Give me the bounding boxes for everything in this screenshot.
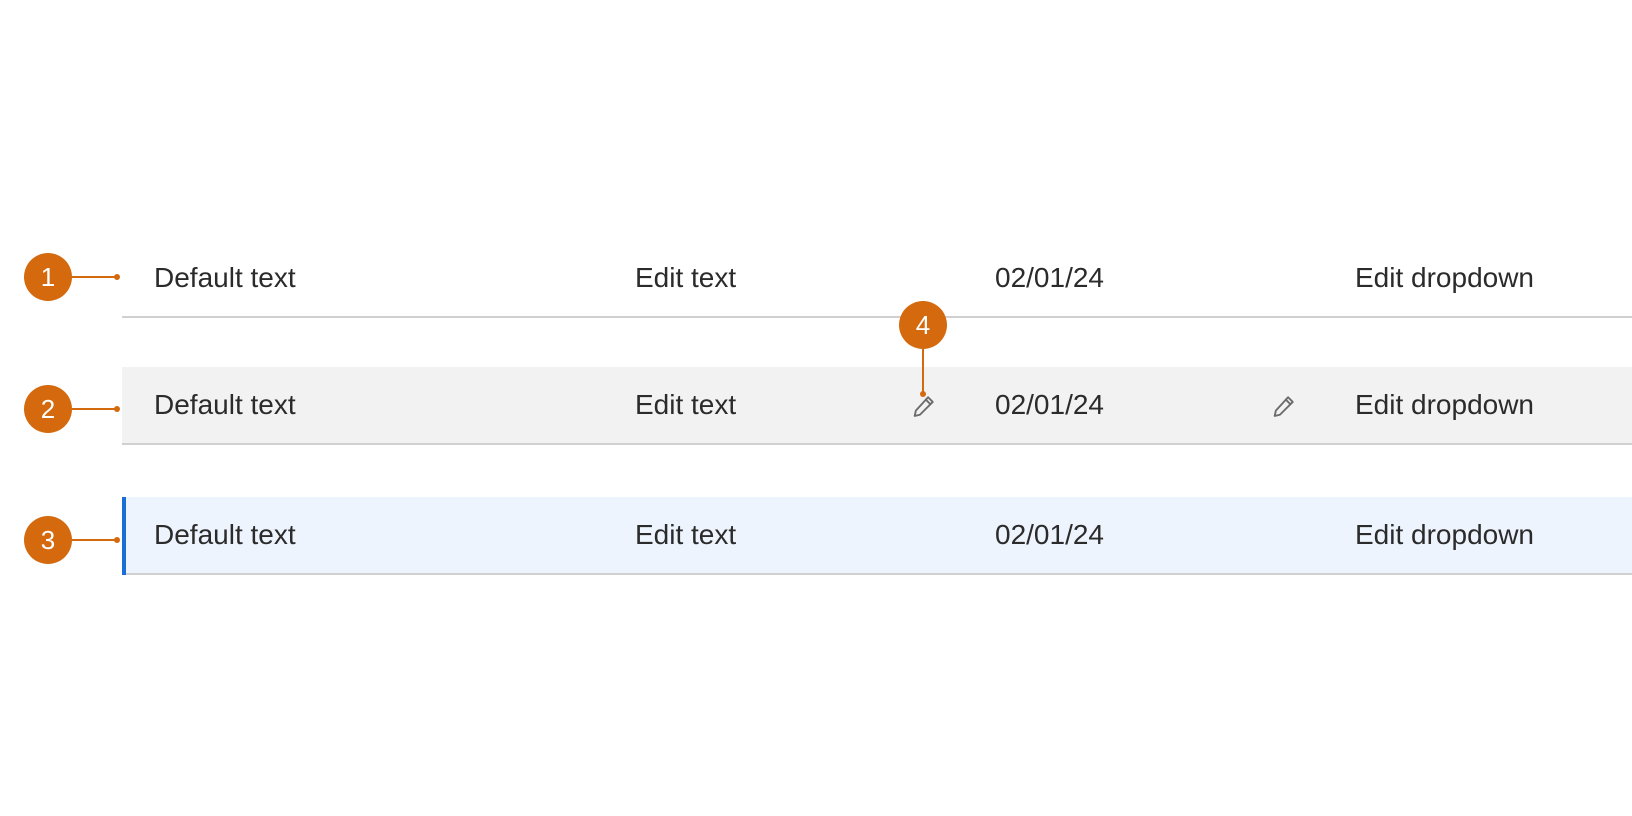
cell-date[interactable]: 02/01/24 — [995, 389, 1104, 420]
annotation-leader-1 — [72, 276, 116, 278]
annotation-marker-2: 2 — [24, 385, 72, 433]
cell-edit-text[interactable]: Edit text — [635, 262, 737, 293]
annotation-leader-dot-1 — [114, 274, 120, 280]
cell-edit-text[interactable]: Edit text — [635, 519, 737, 550]
table-row-hover[interactable]: Default text Edit text 02/01/24 Edit dro… — [122, 367, 1632, 445]
cell-date[interactable]: 02/01/24 — [995, 519, 1104, 550]
cell-edit-text[interactable]: Edit text — [635, 389, 737, 420]
annotation-leader-dot-3 — [114, 537, 120, 543]
annotation-leader-2 — [72, 408, 116, 410]
annotation-leader-dot-4 — [920, 391, 926, 397]
cell-date[interactable]: 02/01/24 — [995, 262, 1104, 293]
annotation-marker-1: 1 — [24, 253, 72, 301]
cell-edit-dropdown[interactable]: Edit dropdown — [1355, 389, 1535, 420]
pencil-icon[interactable] — [1270, 392, 1298, 420]
annotation-marker-3: 3 — [24, 516, 72, 564]
cell-edit-dropdown[interactable]: Edit dropdown — [1355, 519, 1535, 550]
table-row-selected[interactable]: Default text Edit text 02/01/24 Edit dro… — [122, 497, 1632, 575]
cell-default-text: Default text — [154, 262, 296, 293]
table-row-default[interactable]: Default text Edit text 02/01/24 Edit dro… — [122, 240, 1632, 318]
cell-default-text: Default text — [154, 389, 296, 420]
cell-default-text: Default text — [154, 519, 296, 550]
pencil-icon[interactable] — [910, 392, 938, 420]
annotation-leader-4 — [922, 349, 924, 393]
annotation-leader-3 — [72, 539, 116, 541]
cell-edit-dropdown[interactable]: Edit dropdown — [1355, 262, 1535, 293]
annotation-marker-4: 4 — [899, 301, 947, 349]
annotation-leader-dot-2 — [114, 406, 120, 412]
